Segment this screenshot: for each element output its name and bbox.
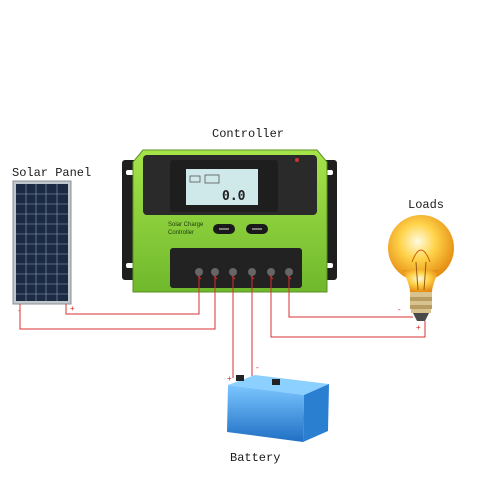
terminal-4: [248, 268, 256, 276]
battery-plus: +: [227, 374, 232, 383]
terminal-1: [195, 268, 203, 276]
wiring: [19, 275, 426, 378]
controller-text-line2: Controller: [168, 230, 194, 236]
terminal-5: [267, 268, 275, 276]
charge-controller: 0.0 Solar Charge Controller: [122, 149, 337, 293]
controller-label: Controller: [212, 127, 285, 141]
solar-minus: -: [18, 306, 21, 315]
light-bulb-icon: [388, 215, 454, 321]
terminal-6: [285, 268, 293, 276]
controller-text-line1: Solar Charge: [168, 222, 204, 228]
battery-label: Battery: [230, 451, 281, 465]
solar-panel: [12, 180, 72, 305]
battery-minus: -: [256, 363, 259, 372]
solar-plus: +: [70, 304, 75, 313]
terminal-3: [229, 268, 237, 276]
solar-panel-label: Solar Panel: [12, 166, 92, 180]
terminal-2: [211, 268, 219, 276]
lcd-reading: 0.0: [222, 189, 246, 204]
battery: [227, 375, 329, 442]
lcd-screen: [186, 169, 258, 205]
loads-label: Loads: [408, 198, 445, 212]
load-plus: +: [416, 323, 421, 332]
load-minus: -: [398, 305, 401, 314]
